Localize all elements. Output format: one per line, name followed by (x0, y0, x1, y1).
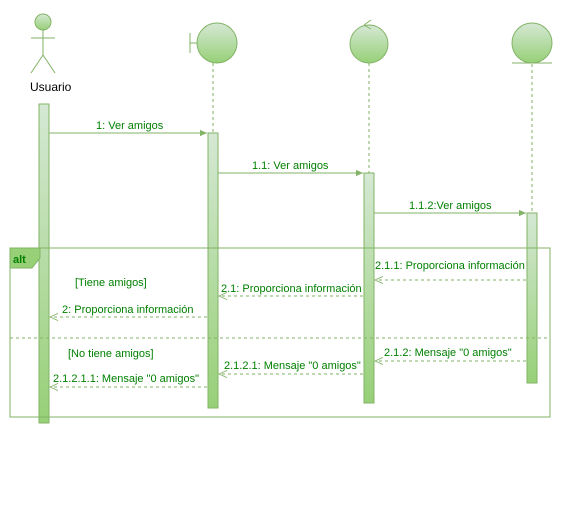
actor-label: Usuario (30, 80, 72, 94)
return-label-2-1: 2.1: Proporciona información (221, 283, 362, 295)
return-label-2: 2: Proporciona información (62, 304, 193, 316)
message-label-1: 1: Ver amigos (96, 120, 164, 132)
message-label-1-1: 1.1: Ver amigos (252, 160, 329, 172)
guard-no-tiene-amigos: [No tiene amigos] (68, 348, 154, 360)
guard-tiene-amigos: [Tiene amigos] (75, 277, 147, 289)
activation-control (363, 172, 375, 404)
activation-boundary (207, 132, 219, 409)
entity-icon[interactable] (511, 22, 553, 64)
return-label-2-1-1: 2.1.1: Proporciona información (375, 260, 525, 272)
return-label-2-1-2-1-1: 2.1.2.1.1: Mensaje "0 amigos" (53, 373, 199, 385)
alt-operator-label: alt (13, 254, 26, 266)
activation-usuario (38, 103, 50, 424)
boundary-icon[interactable] (189, 22, 238, 64)
return-label-2-1-2-1: 2.1.2.1: Mensaje "0 amigos" (224, 360, 361, 372)
activation-entity (526, 212, 538, 384)
message-label-1-1-2: 1.1.2:Ver amigos (409, 200, 492, 212)
alt-frame (9, 247, 551, 418)
control-icon[interactable] (349, 19, 389, 64)
actor-stick-figure-icon[interactable] (30, 13, 56, 74)
return-label-2-1-2: 2.1.2: Mensaje "0 amigos" (384, 347, 512, 359)
